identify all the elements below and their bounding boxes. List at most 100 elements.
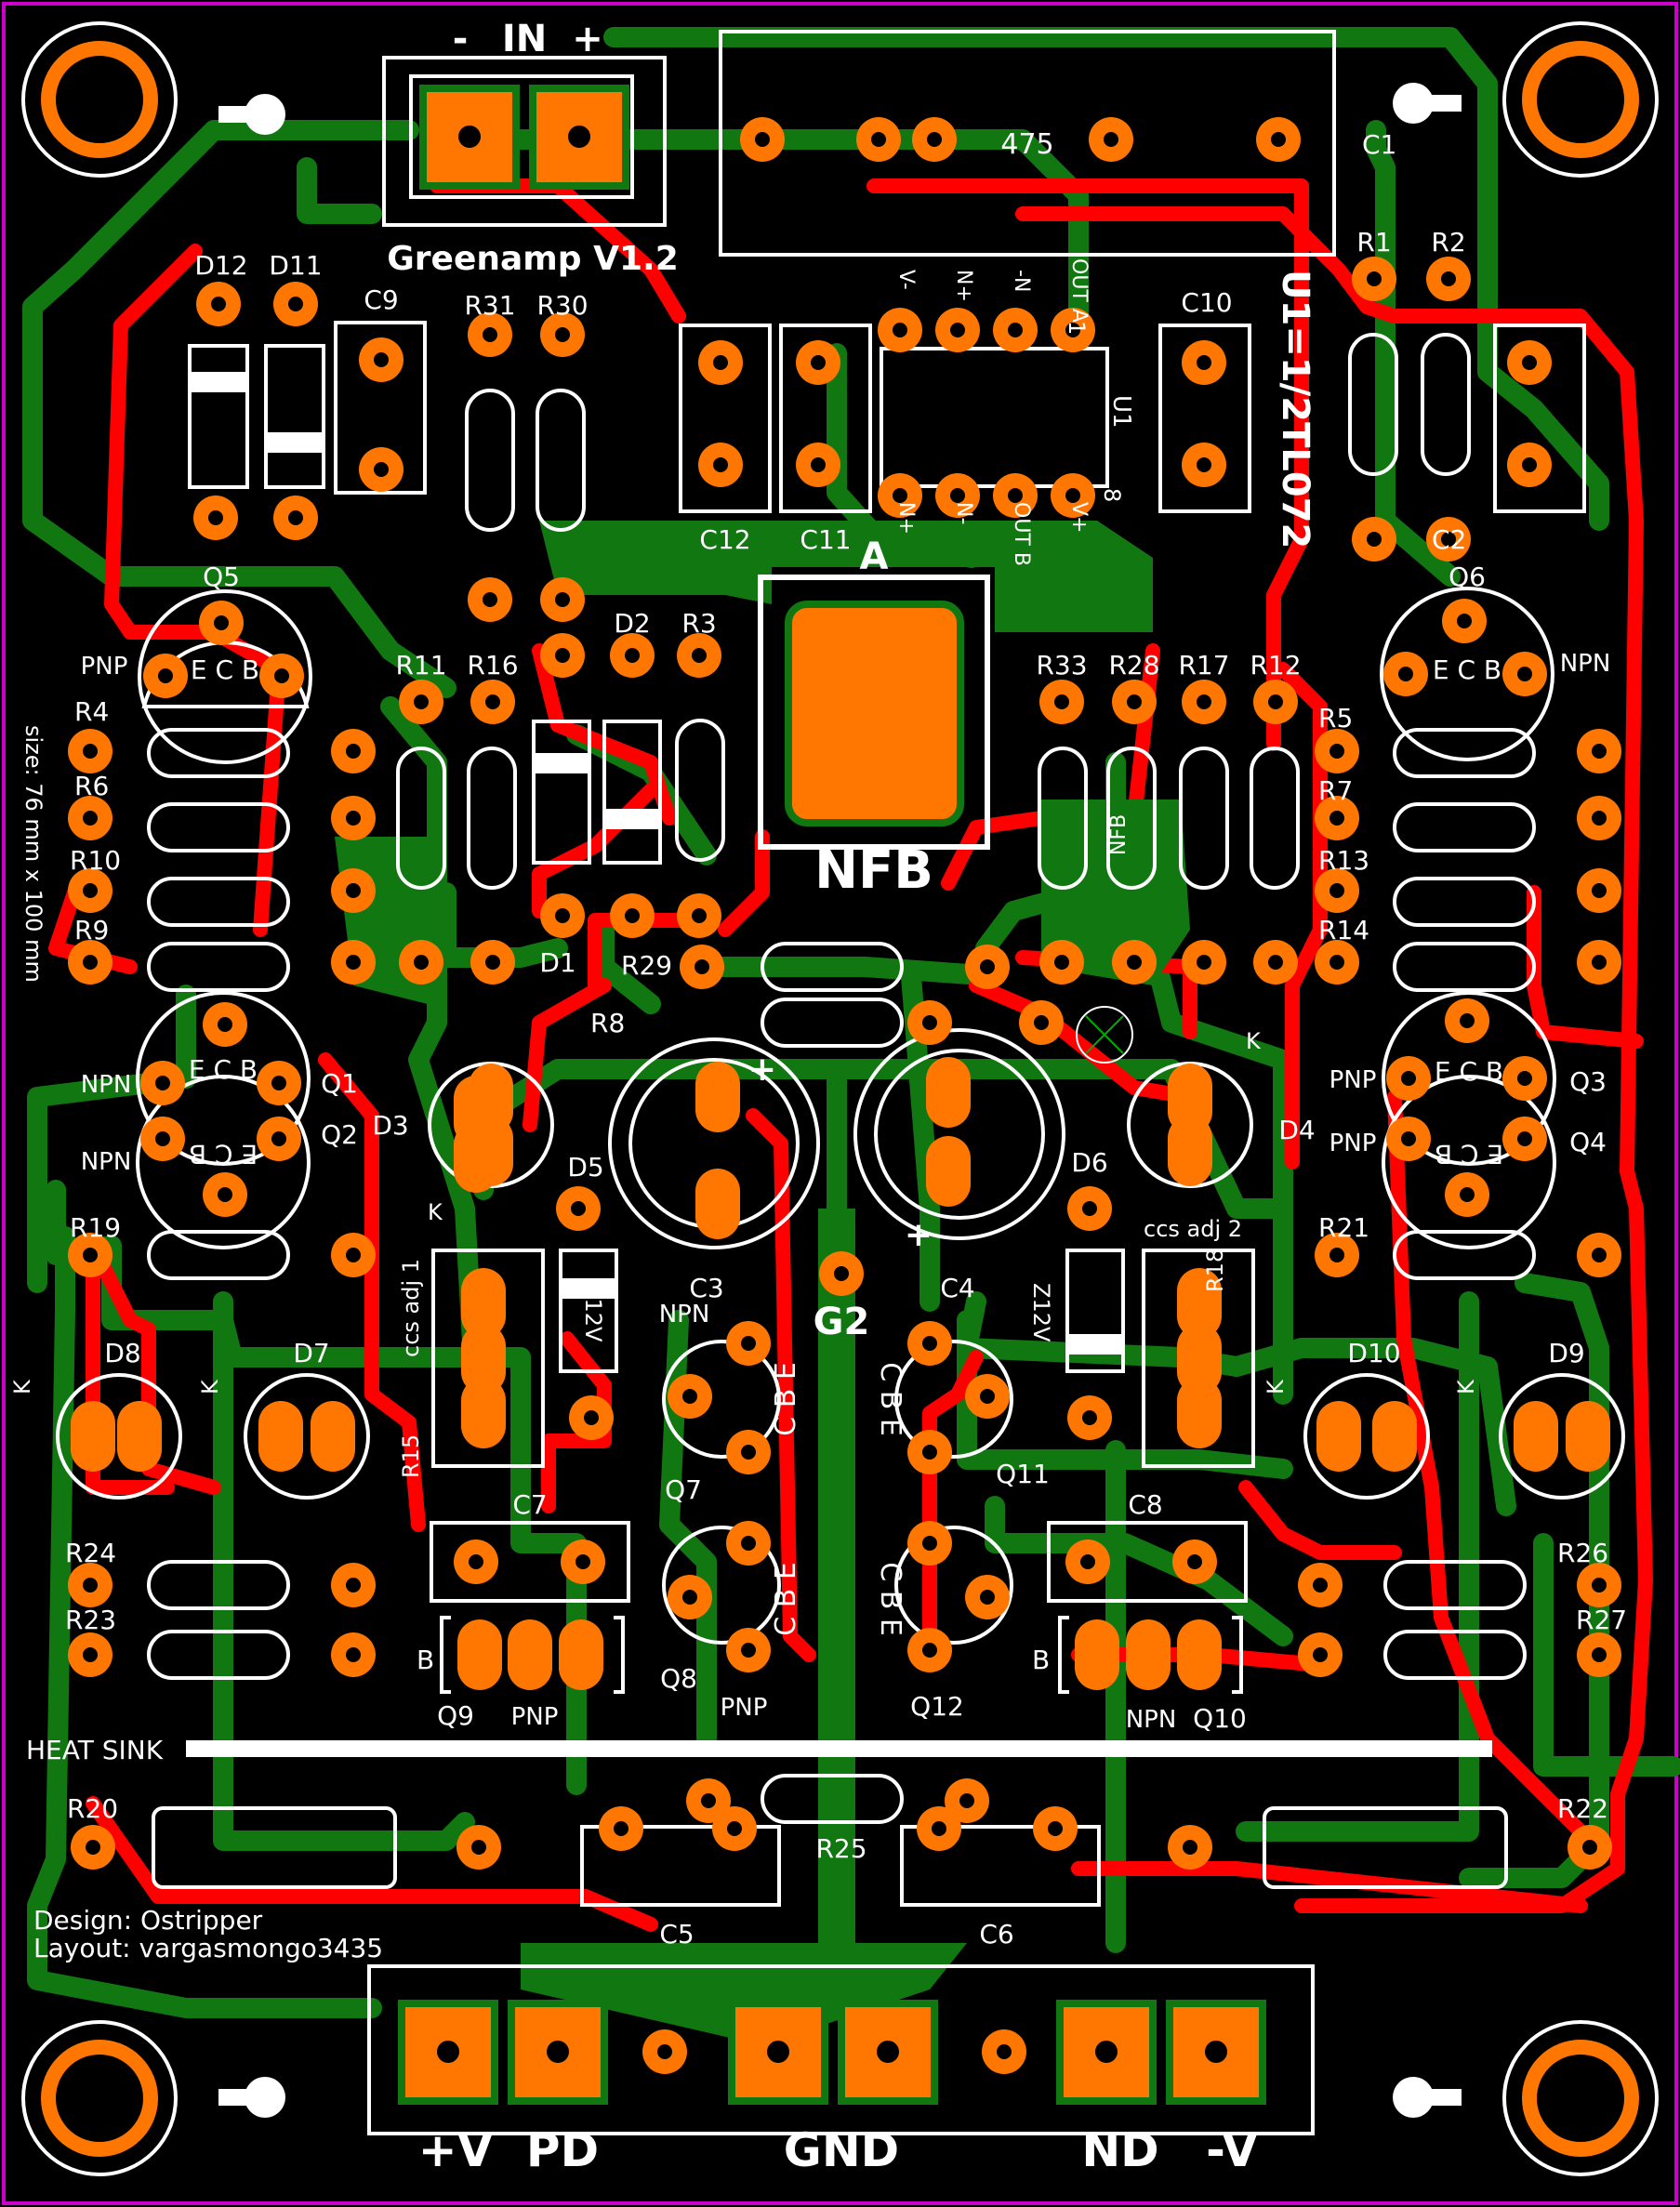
pad-hole xyxy=(1329,955,1344,970)
pad-hole xyxy=(346,1578,361,1592)
pads xyxy=(68,117,1621,2074)
ref-label: D9 xyxy=(1548,1338,1584,1368)
u1-pin-label: V- xyxy=(894,270,918,290)
oval-pad xyxy=(258,1401,303,1472)
opamp-pin8-label: 8 xyxy=(1099,488,1125,502)
power-label-gnd: GND xyxy=(784,2123,899,2177)
pad-hole xyxy=(1268,955,1283,970)
opamp-ref: U1 xyxy=(1107,395,1135,429)
oval-pad xyxy=(1177,1619,1222,1690)
pin-order-label: E C B xyxy=(1435,1056,1503,1087)
ref-label: R10 xyxy=(70,845,121,876)
pad-hole xyxy=(83,1647,98,1662)
ref-label: R21 xyxy=(1318,1212,1369,1243)
ref-label: D6 xyxy=(1071,1147,1107,1178)
led-k-mark: K xyxy=(197,1379,223,1394)
u1-pin-label: OUT A xyxy=(1067,258,1091,323)
pad-hole xyxy=(922,1643,937,1658)
opamp-pin1-label: 1 xyxy=(1064,321,1090,335)
pad-hole xyxy=(1457,614,1472,628)
pad-hole xyxy=(1398,667,1413,681)
pad-hole xyxy=(811,355,826,370)
pad-hole xyxy=(1329,744,1344,759)
pad-hole xyxy=(1197,694,1211,709)
pad-hole xyxy=(346,1647,361,1662)
power-label-pd: PD xyxy=(526,2123,599,2177)
pad-hole xyxy=(1441,271,1456,286)
pad-hole xyxy=(893,488,907,503)
oval-pad xyxy=(1126,1619,1171,1690)
pad-hole xyxy=(1329,883,1344,898)
led-k-mark: K xyxy=(1453,1379,1479,1394)
pad-hole xyxy=(1065,488,1080,503)
pad-hole xyxy=(155,1076,170,1090)
pad-hole xyxy=(1592,1248,1607,1262)
pad-hole xyxy=(1008,488,1023,503)
ref-label: R20 xyxy=(67,1793,118,1824)
pin-order-label: E C B xyxy=(1433,654,1501,685)
ref-label: R26 xyxy=(1557,1538,1608,1568)
pad-hole xyxy=(1582,1840,1597,1855)
screw-icon xyxy=(1393,2077,1462,2118)
pad-hole xyxy=(625,908,640,923)
oval-pad xyxy=(1075,1619,1119,1690)
zener-label: Z12V xyxy=(1028,1283,1054,1342)
pad-hole xyxy=(155,1131,170,1146)
ref-label: R1 xyxy=(1356,227,1391,258)
pad-hole xyxy=(346,955,361,970)
ref-label: R14 xyxy=(1318,915,1369,945)
ref-label: D5 xyxy=(567,1152,603,1183)
pad-hole xyxy=(288,510,303,525)
screw-icon xyxy=(218,2077,285,2118)
ref-label: R19 xyxy=(70,1212,121,1243)
ref-label: Q2 xyxy=(321,1119,358,1150)
ref-label: D8 xyxy=(104,1338,140,1368)
ref-label: Q12 xyxy=(910,1691,964,1722)
u1-pin-label: OUT B xyxy=(1010,502,1033,566)
oval-pad xyxy=(1177,1378,1222,1448)
pad-hole xyxy=(922,1015,937,1030)
pad-hole xyxy=(374,352,389,367)
ref-label: C7 xyxy=(512,1489,547,1520)
ref-label: R23 xyxy=(65,1605,116,1635)
pad-hole xyxy=(274,668,289,683)
oval-pad xyxy=(1177,1324,1222,1394)
oval-pad xyxy=(926,1057,971,1128)
base-mark: B xyxy=(417,1645,434,1675)
oval-pad xyxy=(695,1062,740,1132)
pad-hole xyxy=(218,1187,232,1202)
ref-label: R25 xyxy=(815,1833,866,1864)
pad-hole xyxy=(414,694,429,709)
nfb-pin-label: A xyxy=(860,535,889,578)
oval-pad xyxy=(117,1401,162,1472)
pad-hole xyxy=(1127,694,1142,709)
ref-label: R24 xyxy=(65,1538,116,1568)
pad-hole xyxy=(1592,1647,1607,1662)
in-minus-label: - xyxy=(453,18,469,60)
ref-label: R27 xyxy=(1576,1605,1627,1635)
transistor-type: NPN xyxy=(81,1148,132,1176)
pad-hole xyxy=(469,1554,483,1569)
pad-hole xyxy=(483,327,497,342)
pad-hole xyxy=(1592,744,1607,759)
pad-hole xyxy=(657,2044,672,2059)
u1-pin-label: -N xyxy=(1010,270,1033,292)
ref-label: C2 xyxy=(1432,524,1466,555)
screw-icon xyxy=(218,94,285,135)
pad-hole xyxy=(927,132,942,147)
resistor-outlines xyxy=(147,333,1536,1889)
pad-hole xyxy=(271,1076,286,1090)
in-connector-outline xyxy=(382,56,667,227)
oval-pad xyxy=(926,1136,971,1207)
pad-hole xyxy=(1197,355,1211,370)
ref-label: R4 xyxy=(74,696,109,727)
pad-hole xyxy=(214,615,229,630)
pad-hole xyxy=(555,648,570,663)
pin-order-label: E C B xyxy=(1435,1139,1503,1170)
c1-value: 475 xyxy=(1000,128,1053,161)
oval-pad xyxy=(71,1401,115,1472)
pad-hole xyxy=(218,1017,232,1032)
u1-pin-label: N- xyxy=(952,502,975,524)
pad-hole xyxy=(1592,883,1607,898)
